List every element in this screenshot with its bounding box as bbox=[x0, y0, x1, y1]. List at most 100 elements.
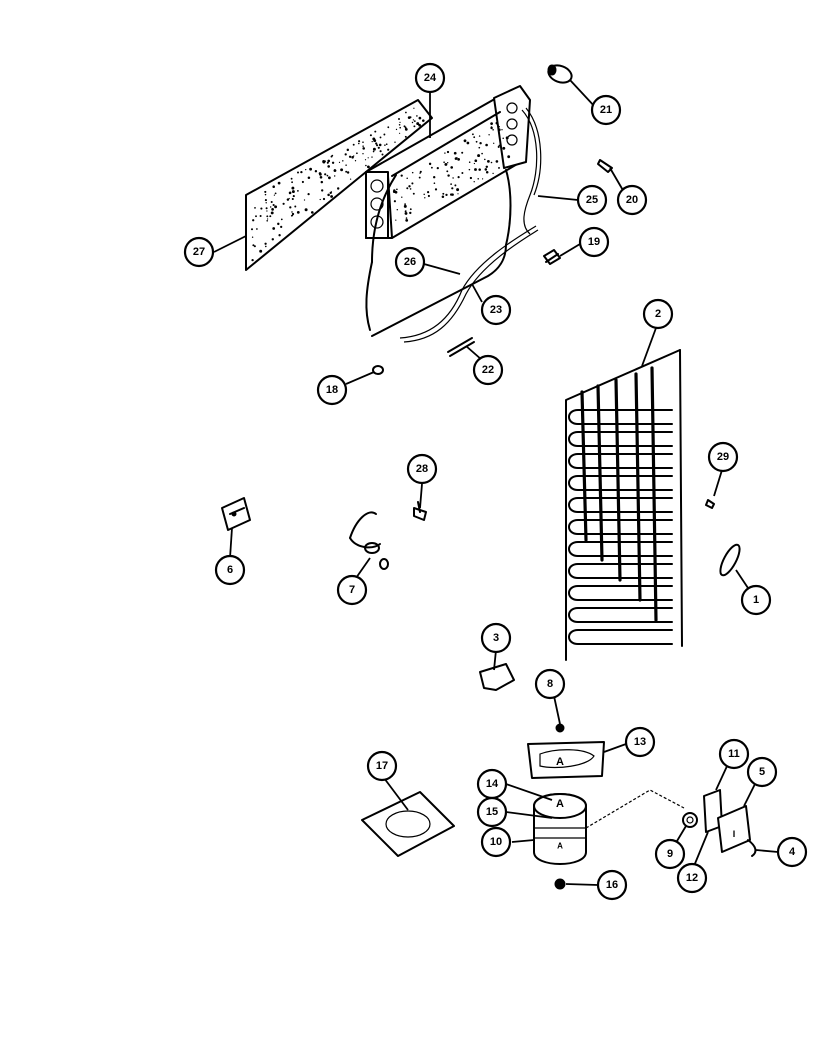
condenser-coil-loop bbox=[568, 453, 673, 469]
texture-speck bbox=[474, 168, 477, 171]
callout-10: 10 bbox=[480, 826, 512, 858]
texture-speck bbox=[294, 205, 297, 208]
texture-speck bbox=[250, 228, 254, 231]
texture-speck bbox=[344, 153, 347, 156]
texture-speck bbox=[310, 211, 314, 214]
texture-speck bbox=[452, 177, 454, 179]
callout-9: 9 bbox=[654, 838, 686, 870]
texture-speck bbox=[498, 125, 500, 128]
texture-speck bbox=[288, 192, 291, 195]
texture-speck bbox=[502, 146, 506, 150]
texture-speck bbox=[340, 168, 344, 172]
texture-speck bbox=[427, 191, 430, 194]
part-16-grommet bbox=[554, 878, 566, 890]
texture-speck bbox=[468, 161, 471, 163]
texture-speck bbox=[478, 135, 481, 137]
callout-label: 13 bbox=[634, 736, 646, 748]
texture-speck bbox=[334, 175, 336, 177]
leader-lines bbox=[213, 79, 779, 886]
texture-speck bbox=[478, 168, 481, 171]
callout-label: 28 bbox=[416, 463, 428, 475]
callout-label: 15 bbox=[486, 806, 498, 818]
texture-speck bbox=[274, 205, 278, 209]
texture-speck bbox=[289, 206, 292, 209]
texture-speck bbox=[255, 215, 257, 218]
texture-speck bbox=[288, 197, 290, 200]
texture-speck bbox=[442, 192, 445, 195]
callout-label: 25 bbox=[586, 194, 598, 206]
texture-speck bbox=[252, 219, 255, 222]
texture-speck bbox=[330, 155, 333, 158]
callout-29: 29 bbox=[707, 441, 739, 473]
texture-speck bbox=[404, 126, 407, 129]
texture-speck bbox=[404, 203, 406, 206]
texture-speck bbox=[461, 172, 464, 174]
callout-label: 21 bbox=[600, 104, 612, 116]
condenser-coil-loop bbox=[568, 475, 673, 491]
texture-speck bbox=[326, 161, 329, 164]
texture-speck bbox=[450, 193, 453, 196]
texture-speck bbox=[471, 133, 474, 136]
texture-speck bbox=[395, 219, 397, 221]
texture-speck bbox=[482, 178, 484, 180]
texture-speck bbox=[447, 162, 449, 164]
part-23-tubing bbox=[365, 169, 512, 337]
part-29-screw bbox=[705, 499, 715, 509]
texture-speck bbox=[505, 136, 509, 140]
texture-speck bbox=[319, 175, 323, 179]
texture-speck bbox=[411, 171, 414, 174]
texture-speck bbox=[405, 217, 408, 219]
texture-speck bbox=[490, 126, 493, 130]
texture-speck bbox=[485, 143, 488, 147]
callout-label: 9 bbox=[667, 848, 673, 860]
texture-speck bbox=[327, 165, 331, 168]
texture-speck bbox=[280, 218, 283, 221]
texture-speck bbox=[270, 206, 272, 208]
texture-speck bbox=[473, 162, 476, 165]
callout-18: 18 bbox=[316, 374, 348, 406]
texture-speck bbox=[330, 195, 333, 198]
texture-speck bbox=[398, 118, 400, 120]
texture-speck bbox=[346, 171, 350, 174]
texture-speck bbox=[282, 202, 285, 205]
texture-speck bbox=[251, 236, 254, 238]
part-13-drain-pan: A bbox=[527, 741, 605, 779]
part-10-compressor: A A bbox=[533, 793, 587, 865]
texture-speck bbox=[436, 166, 439, 170]
callout-label: 6 bbox=[227, 564, 233, 576]
callout-label: 22 bbox=[482, 364, 494, 376]
texture-speck bbox=[394, 190, 398, 194]
texture-speck bbox=[481, 152, 483, 155]
callout-label: 10 bbox=[490, 836, 502, 848]
texture-speck bbox=[346, 148, 350, 152]
relay-mark: I bbox=[733, 829, 736, 839]
texture-speck bbox=[272, 185, 275, 188]
texture-speck bbox=[264, 190, 267, 193]
texture-speck bbox=[265, 207, 268, 210]
texture-speck bbox=[434, 188, 438, 191]
texture-speck bbox=[300, 170, 303, 174]
callout-25: 25 bbox=[576, 184, 608, 216]
texture-speck bbox=[290, 214, 293, 217]
texture-speck bbox=[495, 121, 499, 125]
texture-speck bbox=[273, 194, 275, 196]
texture-speck bbox=[291, 212, 295, 216]
texture-speck bbox=[447, 174, 450, 177]
callout-12: 12 bbox=[676, 862, 708, 894]
texture-speck bbox=[490, 122, 493, 125]
callout-label: 11 bbox=[728, 748, 740, 760]
callout-15: 15 bbox=[476, 796, 508, 828]
callout-8: 8 bbox=[534, 668, 566, 700]
part-21-grommet bbox=[547, 64, 573, 84]
texture-speck bbox=[375, 142, 378, 145]
texture-speck bbox=[331, 161, 335, 164]
callout-3: 3 bbox=[480, 622, 512, 654]
texture-speck bbox=[409, 208, 412, 211]
texture-speck bbox=[412, 119, 415, 121]
texture-speck bbox=[286, 198, 290, 201]
callout-label: 23 bbox=[490, 304, 502, 316]
texture-speck bbox=[398, 123, 401, 126]
texture-speck bbox=[403, 204, 407, 208]
texture-speck bbox=[353, 155, 355, 157]
